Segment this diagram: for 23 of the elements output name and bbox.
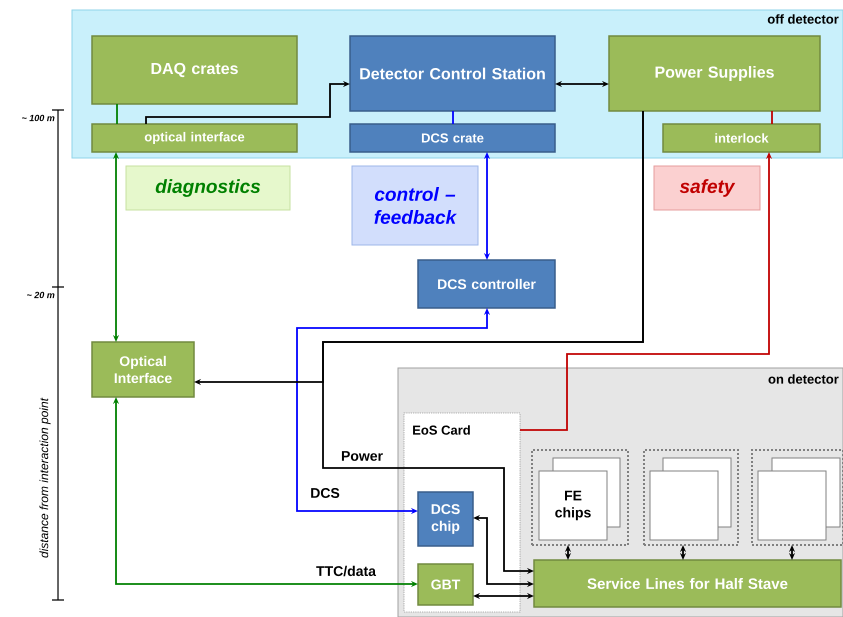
process-box: Service Lines for Half Stave (533, 559, 842, 608)
process-box: Power Supplies (608, 35, 821, 112)
process-box: GBT (417, 563, 474, 606)
category-box: diagnostics (126, 166, 290, 210)
scale-label: ~ 20 m (27, 292, 54, 298)
chip-box (758, 470, 826, 540)
axis-label: distance from interaction point (39, 398, 51, 558)
process-box: DAQ crates (91, 35, 298, 105)
process-box: Detector Control Station (349, 35, 556, 112)
process-box: Optical Interface (91, 341, 195, 398)
category-box: control – feedback (352, 166, 478, 246)
edge-label: Power (340, 450, 384, 462)
process-box: DCS chip (417, 491, 474, 547)
edge-label: TTC/data (315, 564, 377, 578)
process-box: interlock (662, 123, 821, 153)
process-box: optical interface (91, 123, 298, 153)
chip-box: FE chips (538, 470, 608, 540)
process-box: DCS controller (417, 259, 556, 309)
edge-label: DCS (309, 487, 341, 499)
chip-box (650, 470, 718, 540)
process-box: DCS crate (349, 123, 556, 153)
scale-label: ~ 100 m (22, 114, 54, 122)
category-box: safety (654, 166, 760, 210)
